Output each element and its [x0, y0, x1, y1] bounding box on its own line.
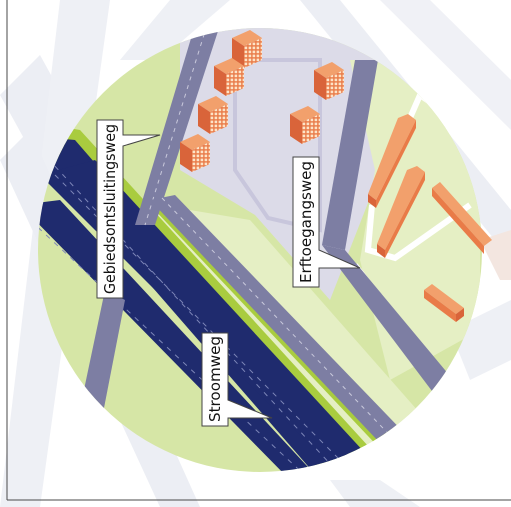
label-erftoegangsweg-text: Erftoegangsweg [297, 161, 315, 283]
building-icon [424, 284, 464, 322]
label-gebiedsontsluitingsweg-text: Gebiedsontsluitingsweg [101, 124, 119, 294]
building-icon [290, 106, 320, 144]
label-gebiedsontsluitingsweg: Gebiedsontsluitingsweg [96, 119, 161, 299]
building-icon [314, 62, 344, 100]
buildings [180, 30, 492, 322]
building-icon [180, 134, 210, 172]
building-icon [432, 182, 492, 254]
building-icon [368, 114, 416, 208]
building-icon [377, 166, 425, 258]
building-icon [198, 96, 228, 134]
building-icon [214, 58, 244, 96]
label-erftoegangsweg: Erftoegangsweg [292, 156, 361, 288]
label-stroomweg-text: Stroomweg [206, 336, 224, 422]
label-stroomweg: Stroomweg [201, 332, 273, 427]
